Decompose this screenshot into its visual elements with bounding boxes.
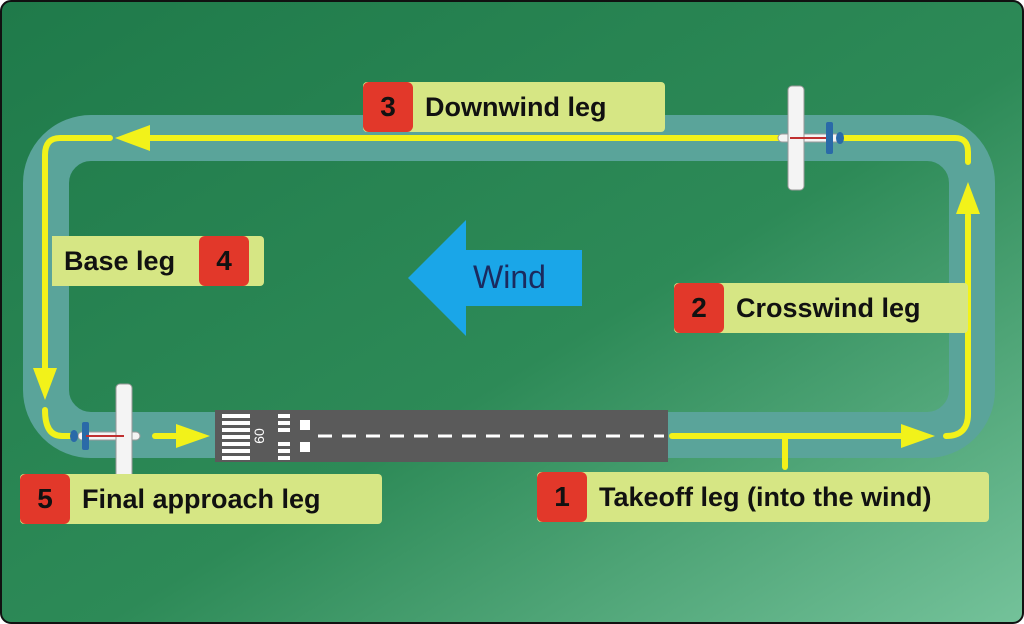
runway-number: 09 <box>251 428 267 444</box>
airplane-icon <box>777 85 844 191</box>
wind-label: Wind <box>473 259 546 295</box>
traffic-path <box>42 135 971 470</box>
leg-label-text: Takeoff leg (into the wind) <box>599 481 932 512</box>
leg-number-badge: 1 <box>537 472 587 522</box>
leg-number-badge: 5 <box>20 474 70 524</box>
path-arrowheads <box>33 125 980 448</box>
leg-number-badge: 3 <box>363 82 413 132</box>
takeoff-leg-label: 1 Takeoff leg (into the wind) <box>537 472 989 522</box>
runway: 09 <box>215 410 668 462</box>
leg-label-text: Downwind leg <box>425 91 607 122</box>
airplane-icon <box>70 383 141 489</box>
leg-label-text: Base leg <box>64 245 176 276</box>
leg-label-text: Final approach leg <box>82 483 321 514</box>
base-leg-label: Base leg 4 <box>52 236 264 286</box>
final-approach-leg-label: 5 Final approach leg <box>20 474 382 524</box>
wind-arrow-icon <box>408 220 582 336</box>
leg-label-text: Crosswind leg <box>736 292 921 323</box>
crosswind-leg-label: 2 Crosswind leg <box>674 283 968 333</box>
leg-number-badge: 2 <box>674 283 724 333</box>
leg-number-badge: 4 <box>199 236 250 286</box>
downwind-leg-label: 3 Downwind leg <box>363 82 665 132</box>
